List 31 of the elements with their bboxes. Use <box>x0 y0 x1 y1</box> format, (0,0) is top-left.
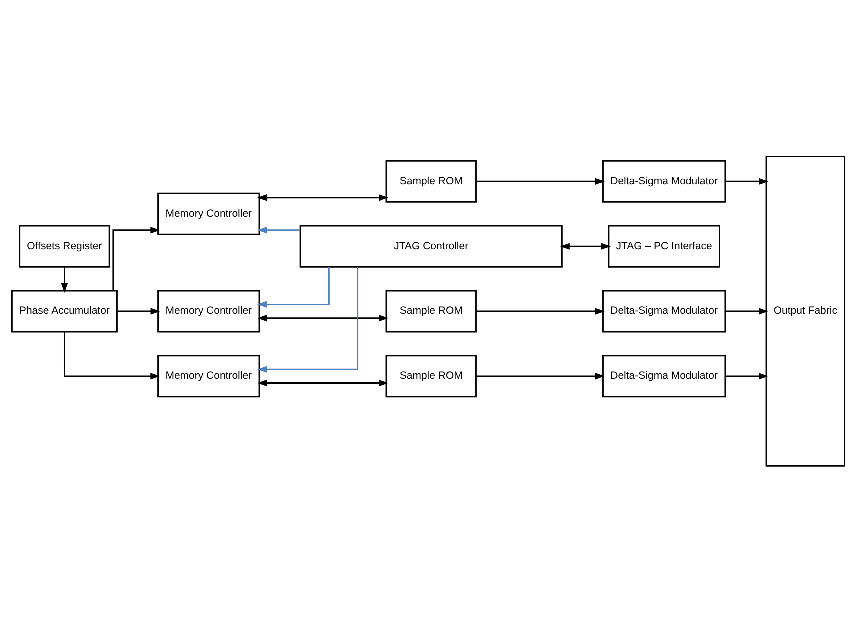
node-box: Delta-Sigma Modulator <box>602 290 726 332</box>
node-box: Sample ROM <box>386 160 477 202</box>
node-box: JTAG – PC Interface <box>608 224 720 268</box>
node-box: Phase Accumulator <box>11 290 118 332</box>
node-box: Offsets Register <box>19 224 110 268</box>
arrow <box>257 194 389 201</box>
arrow <box>726 372 769 380</box>
arrow <box>560 242 611 250</box>
arrow <box>61 266 68 293</box>
arrow <box>726 178 769 184</box>
arrow <box>112 226 160 290</box>
node-box: JTAG Controller <box>300 224 563 268</box>
arrow <box>257 379 389 386</box>
node-box: Sample ROM <box>386 290 477 332</box>
arrow <box>476 178 605 184</box>
node-box: Memory Controller <box>158 290 260 332</box>
arrow <box>476 308 605 314</box>
node-box: Delta-Sigma Modulator <box>602 160 726 202</box>
node-box: Delta-Sigma Modulator <box>602 354 726 398</box>
arrow <box>257 266 330 308</box>
node-box: Sample ROM <box>386 354 477 398</box>
node-box: Memory Controller <box>158 192 260 235</box>
node-box: Output Fabric <box>766 156 846 466</box>
arrow <box>118 308 160 314</box>
arrow <box>258 266 359 372</box>
arrow <box>257 314 389 322</box>
node-box: Memory Controller <box>158 354 260 398</box>
arrow <box>726 308 769 314</box>
arrow <box>476 372 605 380</box>
arrow <box>258 226 300 234</box>
arrow <box>64 332 160 380</box>
